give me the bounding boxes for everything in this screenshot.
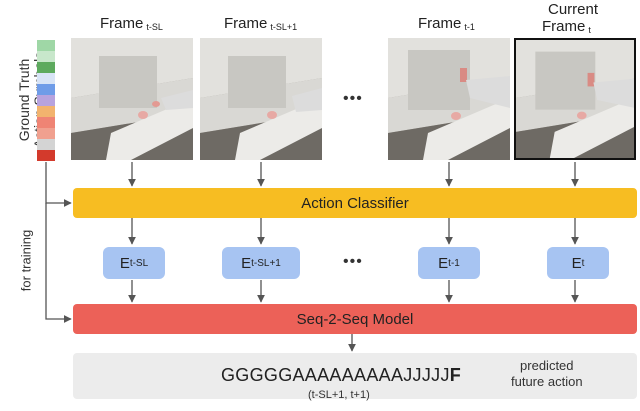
frame-image-current bbox=[514, 38, 636, 160]
ground-truth-swatch bbox=[37, 73, 55, 84]
ellipsis-embeddings: ••• bbox=[343, 253, 363, 270]
ground-truth-swatch bbox=[37, 40, 55, 51]
frame-scene bbox=[200, 38, 322, 160]
ground-truth-swatch bbox=[37, 128, 55, 139]
ground-truth-swatch bbox=[37, 117, 55, 128]
ellipsis-frames: ••• bbox=[343, 90, 363, 107]
frame-scene bbox=[71, 38, 193, 160]
ground-truth-swatch bbox=[37, 106, 55, 117]
frame-label-current-line1: Current bbox=[548, 1, 599, 18]
frame-image-t-1 bbox=[388, 38, 510, 160]
predicted-future-action-label: predicted future action bbox=[511, 358, 583, 389]
frame-scene bbox=[388, 38, 510, 160]
ground-truth-swatch bbox=[37, 84, 55, 95]
ground-truth-swatch bbox=[37, 139, 55, 150]
frame-image-t-sl bbox=[71, 38, 193, 160]
ground-truth-swatch bbox=[37, 95, 55, 106]
ground-truth-swatch bbox=[37, 62, 55, 73]
output-range: (t-SL+1, t+1) bbox=[308, 389, 370, 401]
action-classifier-block: Action Classifier bbox=[73, 188, 637, 218]
ground-truth-swatch bbox=[37, 51, 55, 62]
action-classifier-label: Action Classifier bbox=[301, 194, 409, 212]
output-sequence-panel: GGGGGAAAAAAAAAJJJJJF (t-SL+1, t+1) predi… bbox=[73, 353, 637, 401]
output-sequence: GGGGGAAAAAAAAAJJJJJF bbox=[221, 365, 462, 385]
frame-scene bbox=[516, 40, 634, 158]
ground-truth-swatch bbox=[37, 150, 55, 161]
seq2seq-model-block: Seq-2-Seq Model bbox=[73, 304, 637, 334]
frame-image-t-sl-plus-1 bbox=[200, 38, 322, 160]
seq2seq-label: Seq-2-Seq Model bbox=[296, 310, 414, 328]
